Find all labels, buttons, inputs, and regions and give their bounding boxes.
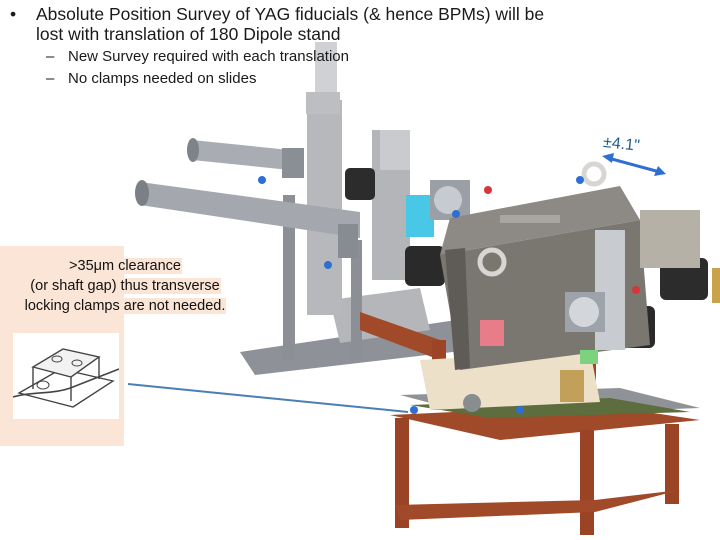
vacuum-chamber [406,180,470,237]
beam-pipe-lower [135,180,360,258]
sub-bullet-clamps-text: No clamps needed on slides [68,70,257,87]
fasteners [258,176,640,414]
travel-dimension-label: ±4.1" [602,134,641,155]
right-components [565,210,720,364]
callout-line-1: >35μm clearance [68,258,182,274]
callout-line-3: locking clamps are not needed. [23,298,227,314]
sub-bullet-survey-text: New Survey required with each translatio… [68,48,349,65]
translation-table [400,350,700,418]
bullet-dot: • [10,4,17,24]
sub-bullet-dash: – [46,48,55,65]
bullet-main-text: Absolute Position Survey of YAG fiducial… [36,4,545,44]
beam-pipe-upper [187,138,304,178]
clearance-callout-text: >35μm clearance (or shaft gap) thus tran… [0,256,250,316]
callout-line-2: (or shaft gap) thus transverse [29,278,221,294]
callout-pointer-line [127,383,409,413]
slide-clamp-image [12,333,120,419]
slide-clamp-drawing [12,348,120,408]
sub-bullet-dash: – [46,70,55,87]
travel-arrow [602,153,666,176]
